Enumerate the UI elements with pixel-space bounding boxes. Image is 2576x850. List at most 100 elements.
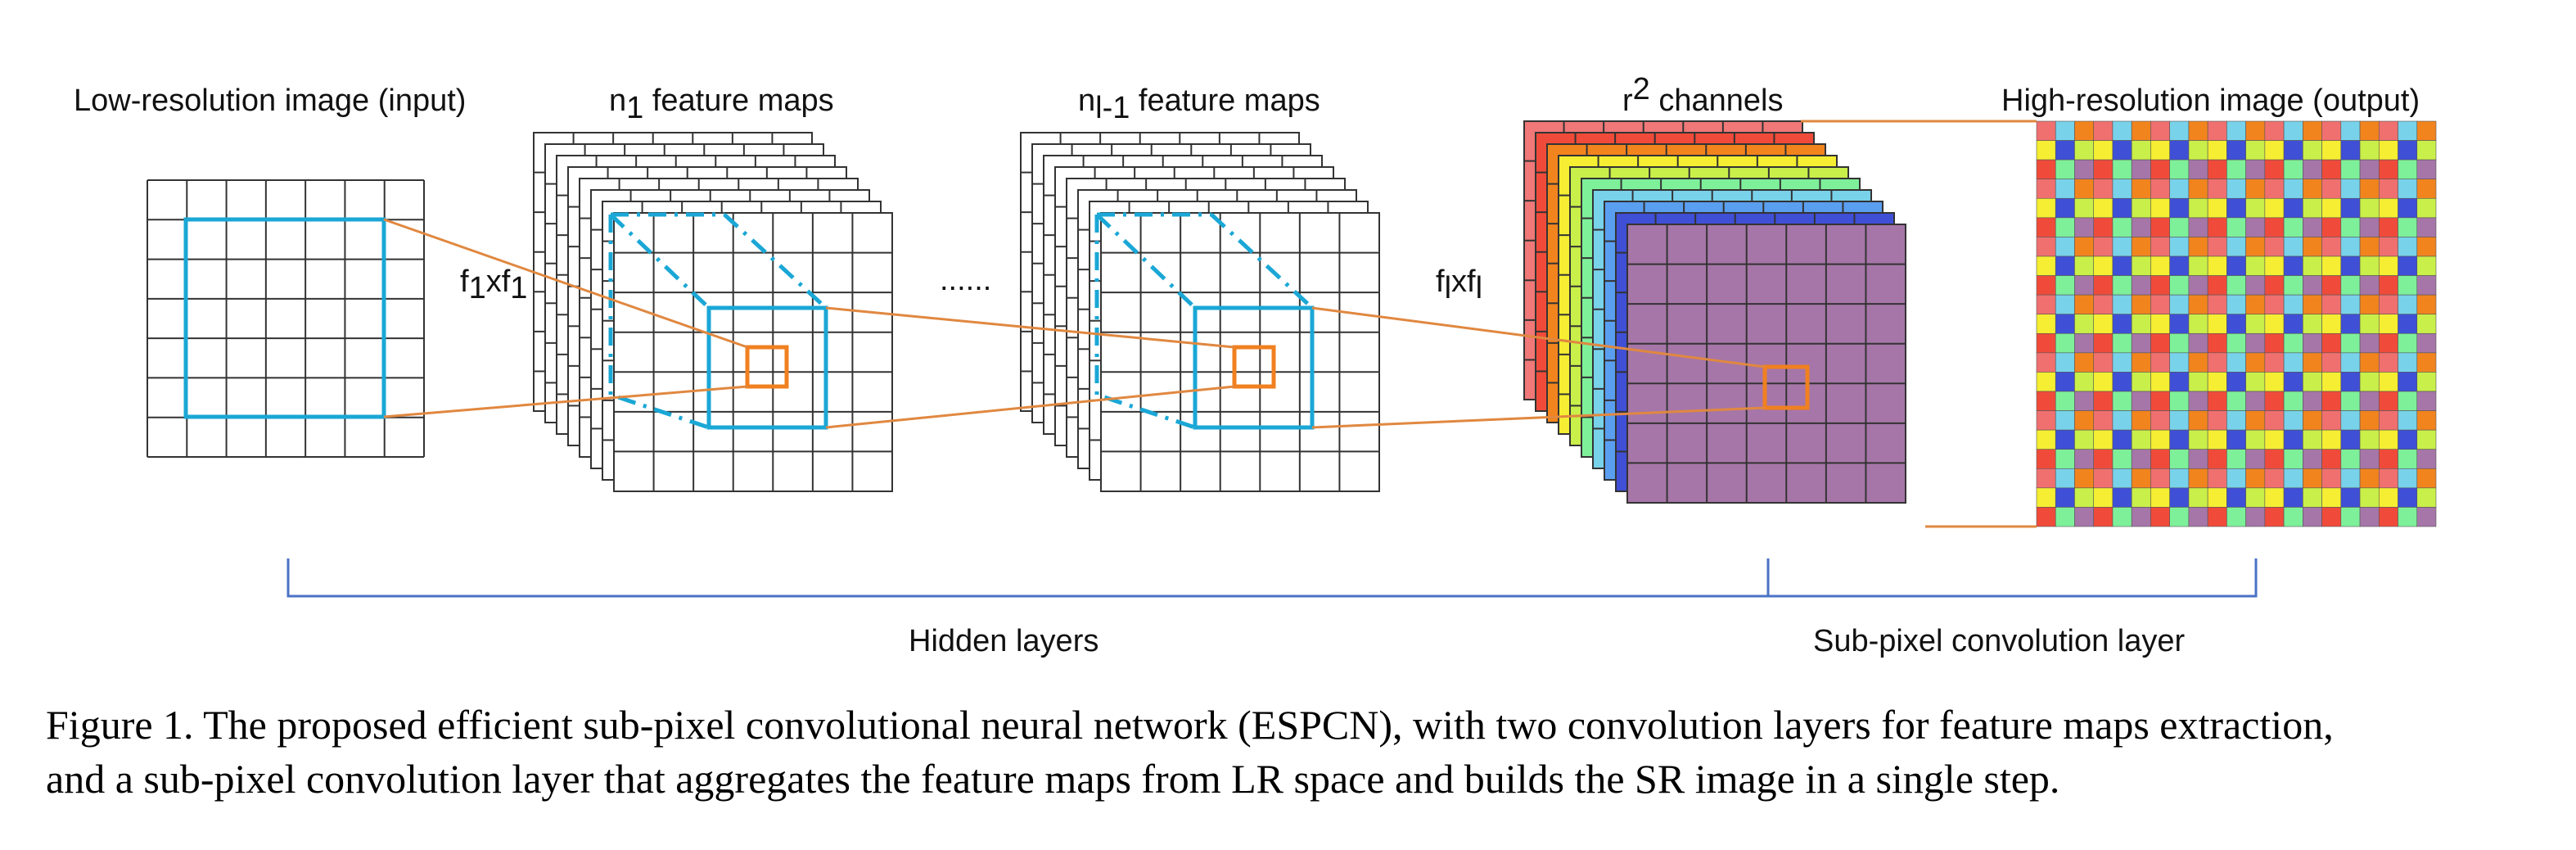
hr-pixel (2036, 449, 2056, 469)
hr-pixel (2131, 140, 2151, 161)
hr-pixel (2245, 391, 2266, 411)
hr-pixel (2416, 449, 2437, 469)
r2-sup: 2 (1633, 72, 1650, 106)
hr-pixel (2131, 449, 2151, 469)
hr-pixel (2264, 294, 2285, 315)
hr-pixel (2340, 449, 2361, 469)
hr-pixel (2055, 237, 2075, 257)
hr-pixel (2416, 352, 2437, 373)
connector-n1-to-nl-top (825, 306, 1235, 349)
subpixel-layer-bracket (1768, 558, 2258, 598)
connector-n1-to-nl-bottom (825, 385, 1235, 429)
hr-pixel (2188, 487, 2208, 508)
hr-pixel (2321, 372, 2342, 392)
hr-pixel (2131, 159, 2151, 180)
hr-pixel (2264, 197, 2285, 219)
hr-pixel (2169, 275, 2190, 296)
hr-pixel (2036, 372, 2056, 392)
channel-sheet (1626, 224, 1906, 504)
hr-pixel (2074, 237, 2095, 257)
hr-pixel (2303, 487, 2322, 508)
hr-pixel (2112, 294, 2132, 315)
hr-pixel (2074, 120, 2095, 141)
n1-feature-map-stack (533, 132, 893, 492)
hr-pixel (2303, 197, 2322, 219)
hr-pixel (2303, 372, 2322, 392)
hr-pixel (2169, 179, 2190, 199)
hr-pixel (2112, 468, 2132, 489)
hr-pixel (2321, 449, 2342, 469)
hr-pixel (2188, 255, 2208, 276)
hr-pixel (2112, 487, 2132, 508)
hr-pixel (2150, 391, 2170, 411)
hr-pixel (2093, 314, 2114, 334)
hr-pixel (2207, 391, 2227, 411)
hr-pixel (2169, 487, 2190, 508)
hr-pixel (2074, 159, 2095, 180)
hr-pixel (2074, 275, 2095, 296)
hr-pixel (2416, 140, 2437, 161)
hr-pixel (2340, 391, 2361, 411)
hr-pixel (2398, 429, 2418, 450)
hr-pixel (2245, 507, 2266, 527)
hr-pixel (2169, 197, 2190, 219)
r2-channels-title: r2 channels (1622, 72, 1783, 118)
hr-pixel (2055, 294, 2075, 315)
r2-tail: channels (1650, 84, 1784, 118)
hr-pixel (2398, 332, 2418, 354)
hr-pixel (2416, 314, 2437, 334)
hr-pixel (2416, 197, 2437, 219)
hr-pixel (2245, 314, 2266, 334)
caption-line-1: Figure 1. The proposed efficient sub-pix… (46, 702, 2334, 748)
fl-kernel-size-label: flxfl (1436, 264, 1482, 305)
hr-pixel (2378, 449, 2398, 469)
hr-pixel (2303, 410, 2322, 431)
hr-pixel (2150, 237, 2170, 257)
hr-pixel (2131, 487, 2151, 508)
hr-pixel (2340, 410, 2361, 431)
hr-pixel (2226, 120, 2246, 141)
hr-pixel (2283, 255, 2303, 276)
hr-pixel (2340, 352, 2361, 373)
hr-pixel (2303, 255, 2322, 276)
hr-pixel (2303, 468, 2322, 489)
hr-pixel (2378, 429, 2398, 450)
hr-pixel (2207, 237, 2227, 257)
hr-pixel (2378, 332, 2398, 354)
hr-pixel (2188, 507, 2208, 527)
hr-pixel (2245, 140, 2266, 161)
nl-feature-maps-title: nl-1 feature maps (1078, 84, 1320, 125)
hr-pixel (2093, 487, 2114, 508)
hr-pixel (2188, 197, 2208, 219)
hr-pixel (2112, 352, 2132, 373)
hr-pixel (2245, 429, 2266, 450)
hr-pixel (2283, 237, 2303, 257)
hr-pixel (2036, 391, 2056, 411)
ellipsis-label: ...... (940, 263, 991, 297)
hr-pixel (2207, 217, 2227, 237)
hr-pixel (2188, 391, 2208, 411)
hr-pixel (2264, 352, 2285, 373)
n1-dashdot-diagonal-b (723, 213, 828, 310)
hr-pixel (2398, 352, 2418, 373)
hr-pixel (2055, 217, 2075, 237)
n1-dashdot-projection (608, 215, 710, 430)
hr-pixel (2359, 275, 2380, 296)
hr-pixel (2112, 410, 2132, 431)
nl-output-patch (1232, 345, 1276, 389)
hr-pixel (2340, 314, 2361, 334)
hr-pixel (2321, 314, 2342, 334)
hr-pixel (2264, 372, 2285, 392)
hr-pixel (2112, 449, 2132, 469)
hr-pixel (2188, 159, 2208, 180)
hr-pixel (2226, 314, 2246, 334)
hr-pixel (2321, 294, 2342, 315)
hr-pixel (2226, 197, 2246, 219)
hr-pixel (2074, 332, 2095, 354)
hr-pixel (2378, 410, 2398, 431)
hr-pixel (2093, 507, 2114, 527)
n1-tail: feature maps (643, 84, 833, 118)
f1-kernel-size-label: f1xf1 (460, 264, 527, 305)
hr-pixel (2378, 140, 2398, 161)
hr-pixel (2321, 468, 2342, 489)
